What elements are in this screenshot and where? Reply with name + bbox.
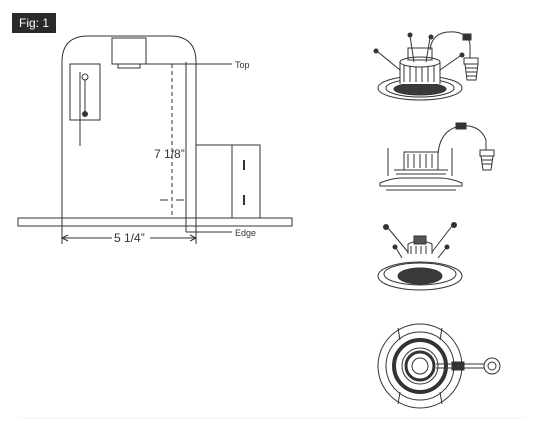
housing-top-cap: [111, 37, 147, 69]
width-dimension-line: [60, 226, 198, 244]
ceiling-plate: [17, 217, 293, 227]
figure-label: Fig: 1: [12, 13, 56, 33]
recessed-housing-drawing: [17, 35, 293, 244]
edge-label: Edge: [235, 228, 256, 238]
housing-can: [61, 35, 197, 218]
height-dimension-label: 7 1/8”: [154, 147, 185, 161]
width-dimension-label: 5 1/4”: [114, 231, 145, 245]
retrofit-module-top-view: [377, 323, 501, 409]
retrofit-module-trim-view: [377, 222, 463, 291]
retrofit-module-side-view: [379, 122, 495, 191]
top-label: Top: [235, 60, 250, 70]
retrofit-module-perspective: [373, 31, 479, 101]
thermal-clip: [69, 63, 101, 146]
junction-box: [195, 144, 261, 219]
